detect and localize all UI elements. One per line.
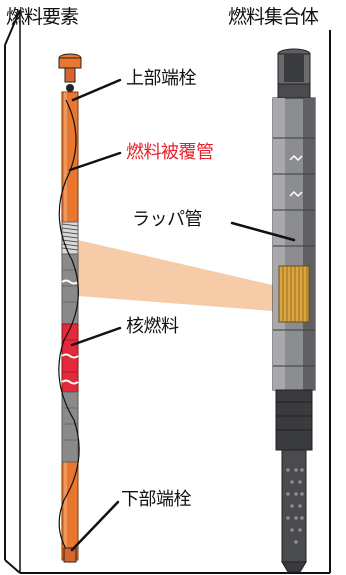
label-upper-end-plug: 上部端栓: [126, 68, 197, 89]
label-nuclear-fuel: 核燃料: [126, 316, 179, 337]
fuel-assembly: [272, 48, 316, 573]
zoom-wedge: [78, 240, 285, 312]
label-fuel-cladding: 燃料被覆管: [126, 142, 214, 163]
leader-fuel-cladding: [68, 151, 122, 172]
frame: [4, 9, 331, 574]
leader-wrapper-tube: [230, 221, 296, 242]
leader-upper-end-plug: [71, 78, 122, 102]
label-wrapper-tube: ラッパ管: [132, 209, 203, 230]
leader-lower-end-plug: [70, 500, 120, 552]
title-fuel-element: 燃料要素: [6, 6, 79, 28]
title-fuel-assembly: 燃料集合体: [228, 6, 319, 28]
leader-nuclear-fuel: [70, 326, 122, 347]
leader-lines: [68, 78, 296, 552]
plenum-spring: [61, 221, 79, 255]
fuel-element: [58, 53, 82, 563]
label-lower-end-plug: 下部端栓: [121, 489, 192, 510]
